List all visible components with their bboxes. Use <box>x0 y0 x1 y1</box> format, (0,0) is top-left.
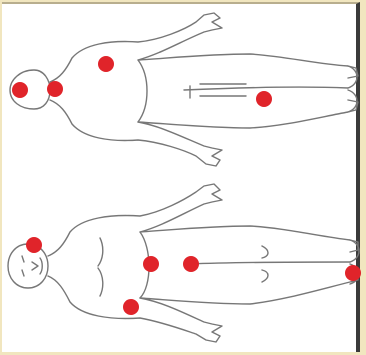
marker-back-neck <box>47 81 63 97</box>
back-waist <box>138 60 147 122</box>
markers <box>12 56 361 315</box>
marker-front-torso-left <box>143 256 159 272</box>
marker-back-head <box>12 82 28 98</box>
front-body-top-outline <box>48 184 358 256</box>
marker-front-foot <box>345 265 361 281</box>
marker-front-torso-right <box>183 256 199 272</box>
front-face <box>22 256 42 276</box>
back-feet <box>348 66 357 112</box>
back-leg-gap <box>184 87 348 90</box>
marker-back-shoulder <box>98 56 114 72</box>
front-leg-gap <box>190 262 350 264</box>
front-knee <box>262 246 268 282</box>
back-body-bottom-outline <box>50 100 358 166</box>
front-body-bottom-outline <box>48 270 358 342</box>
marker-back-thigh <box>256 91 272 107</box>
marker-front-arm <box>123 299 139 315</box>
front-torso-detail <box>98 232 149 298</box>
back-legs-mid <box>200 84 246 96</box>
marker-front-head <box>26 237 42 253</box>
back-body-top-outline <box>50 13 358 82</box>
